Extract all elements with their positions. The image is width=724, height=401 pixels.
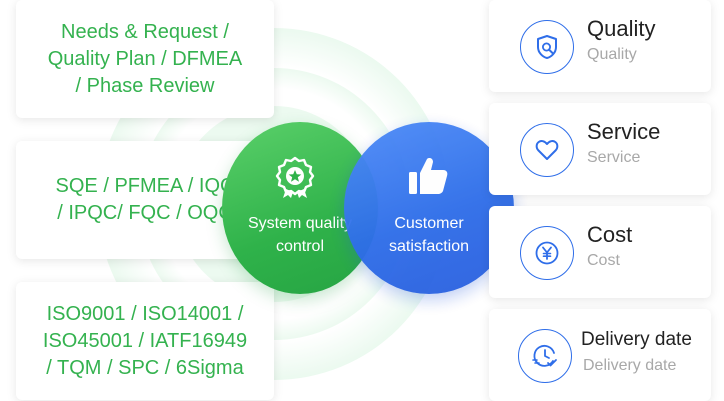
system-quality-label-line2: control bbox=[275, 238, 325, 255]
right-card-cost: Cost Cost bbox=[489, 206, 711, 298]
thumbs-up-icon bbox=[407, 156, 449, 200]
quality-icon-ring bbox=[520, 20, 574, 74]
cost-subtitle: Cost bbox=[587, 252, 620, 269]
left-card-requirements: Needs & Request / Quality Plan / DFMEA /… bbox=[16, 0, 274, 118]
clock-check-icon bbox=[532, 344, 557, 367]
service-icon-ring bbox=[520, 123, 574, 177]
service-title: Service bbox=[587, 119, 661, 144]
system-quality-control-circle: System quality control bbox=[222, 122, 378, 294]
left-card-standards: ISO9001 / ISO14001 / ISO45001 / IATF1694… bbox=[16, 282, 274, 400]
right-card-service: Service Service bbox=[489, 103, 711, 195]
heart-icon bbox=[535, 140, 559, 160]
quality-subtitle: Quality bbox=[587, 46, 637, 63]
right-card-delivery: Delivery date Delivery date bbox=[489, 309, 711, 401]
quality-title: Quality bbox=[587, 16, 656, 41]
delivery-subtitle: Delivery date bbox=[583, 357, 677, 374]
customer-satisfaction-label-line1: Customer bbox=[394, 215, 464, 232]
left-card-standards-text: ISO9001 / ISO14001 / ISO45001 / IATF1694… bbox=[42, 302, 248, 379]
service-subtitle: Service bbox=[587, 149, 641, 166]
left-card-inspection-text: SQE / PFMEA / IQC / IPQC/ FQC / OQC bbox=[55, 175, 235, 224]
system-quality-label-line1: System quality bbox=[247, 215, 353, 232]
yen-coin-icon bbox=[535, 241, 559, 265]
award-medal-icon bbox=[275, 156, 315, 202]
cost-icon-ring bbox=[520, 226, 574, 280]
delivery-title: Delivery date bbox=[581, 329, 692, 350]
customer-satisfaction-circle: Customer satisfaction bbox=[344, 122, 514, 294]
cost-title: Cost bbox=[587, 222, 633, 247]
right-card-quality: Quality Quality bbox=[489, 0, 711, 92]
shield-search-icon bbox=[537, 35, 557, 59]
customer-satisfaction-label-line2: satisfaction bbox=[388, 238, 470, 255]
left-card-requirements-text: Needs & Request / Quality Plan / DFMEA /… bbox=[47, 20, 243, 97]
delivery-icon-ring bbox=[518, 329, 572, 383]
